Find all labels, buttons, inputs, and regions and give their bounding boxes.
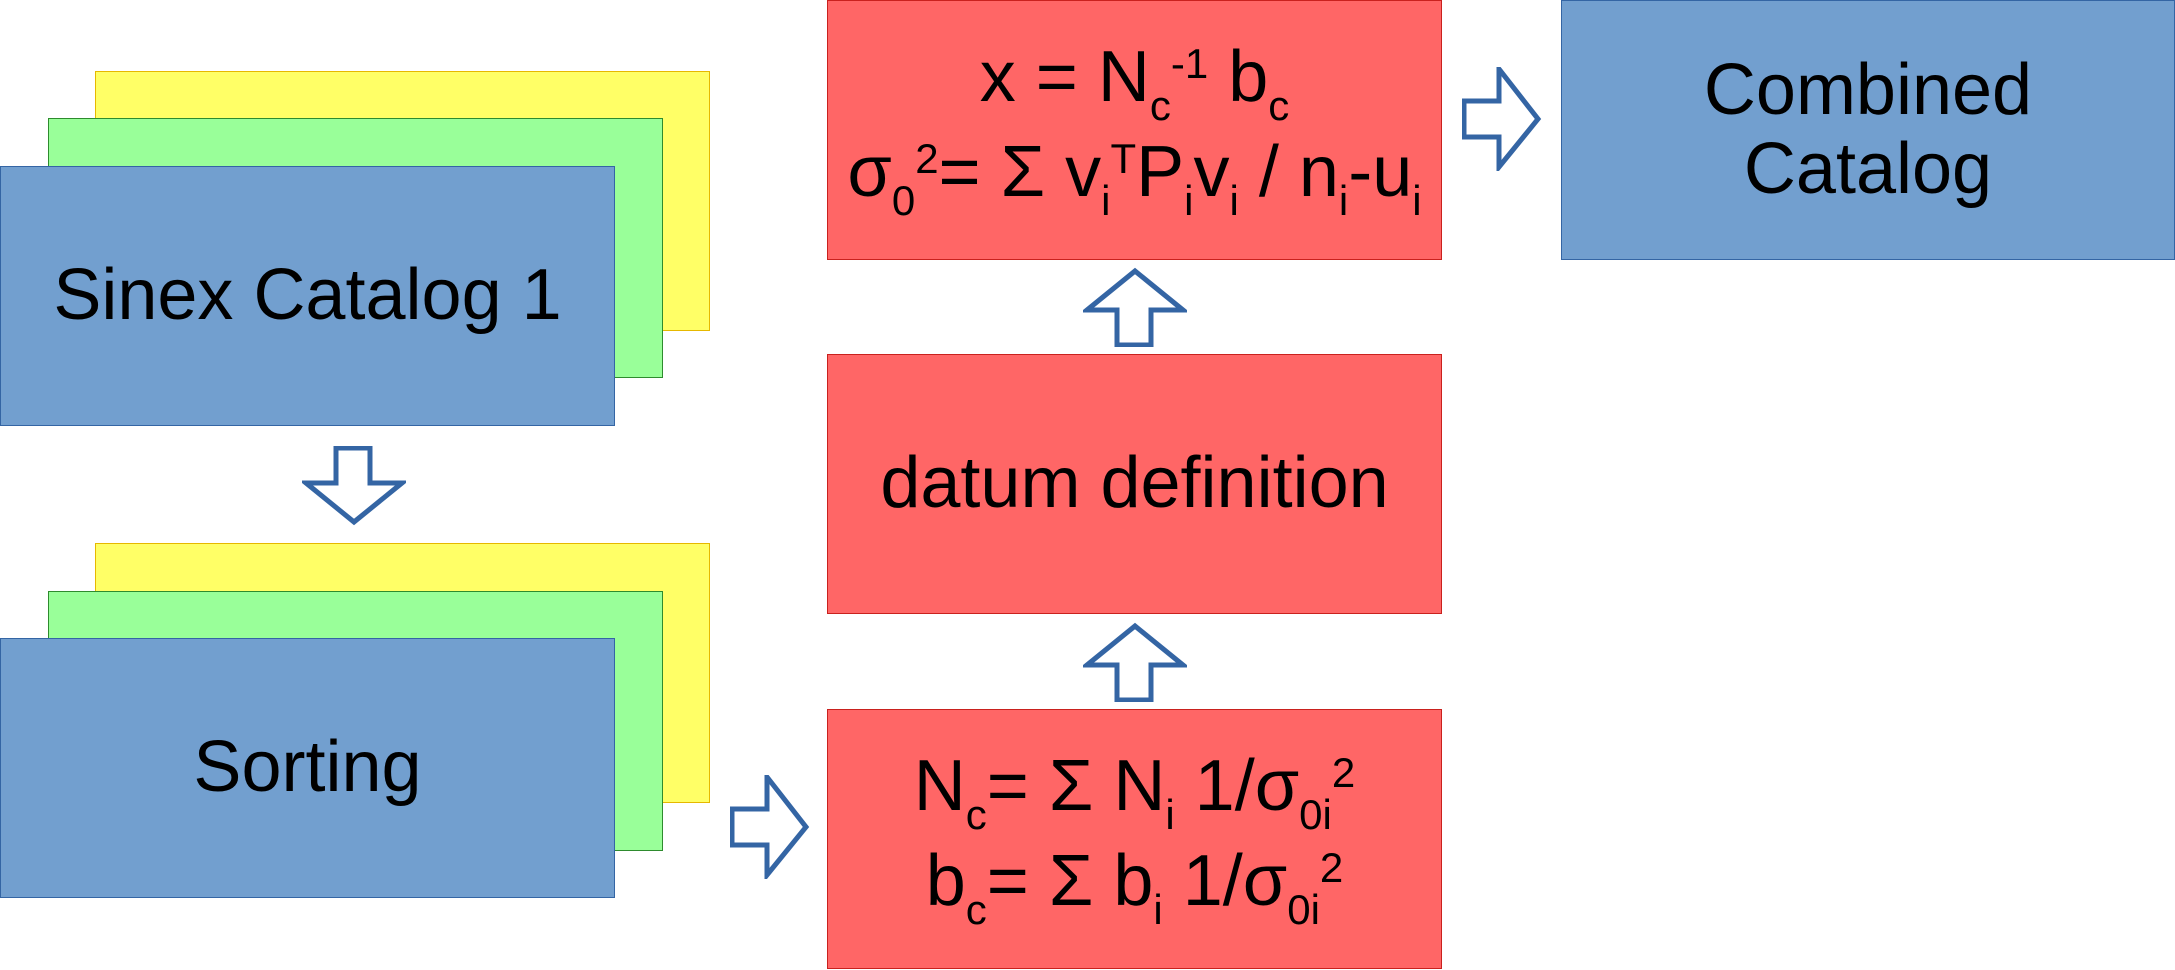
sinex-catalog-label: Sinex Catalog 1 <box>53 255 562 336</box>
combined-catalog-label: Combined Catalog <box>1703 49 2033 209</box>
combined-catalog-label-line2: Catalog <box>1743 129 1993 209</box>
solution-box: x = Nc-1 bc σ02= Σ viTPivi / ni-ui <box>827 0 1442 260</box>
datum-definition-box: datum definition <box>827 354 1442 614</box>
up-arrow-icon <box>1083 622 1187 702</box>
combined-catalog-label-line1: Combined <box>1703 49 2033 130</box>
right-arrow-icon <box>730 775 810 879</box>
formula-line-sigma: σ02= Σ viTPivi / ni-ui <box>847 132 1422 224</box>
datum-definition-label: datum definition <box>880 443 1389 524</box>
sinex-catalog-box: Sinex Catalog 1 <box>0 166 615 426</box>
normal-equation-accumulation-box: Nc= Σ Ni 1/σ0i2 bc= Σ bi 1/σ0i2 <box>827 709 1442 969</box>
sorting-box: Sorting <box>0 638 615 898</box>
up-arrow-icon <box>1083 267 1187 347</box>
down-arrow-icon <box>302 446 406 526</box>
accumulation-formula: Nc= Σ Ni 1/σ0i2 bc= Σ bi 1/σ0i2 <box>914 744 1355 935</box>
formula-line-nc: Nc= Σ Ni 1/σ0i2 <box>913 745 1356 838</box>
sorting-label: Sorting <box>193 727 422 808</box>
formula-line-bc: bc= Σ bi 1/σ0i2 <box>925 841 1344 933</box>
combined-catalog-box: Combined Catalog <box>1561 0 2175 260</box>
right-arrow-icon <box>1462 67 1542 171</box>
formula-line-x: x = Nc-1 bc <box>979 36 1290 129</box>
solution-formula: x = Nc-1 bc σ02= Σ viTPivi / ni-ui <box>847 35 1421 226</box>
